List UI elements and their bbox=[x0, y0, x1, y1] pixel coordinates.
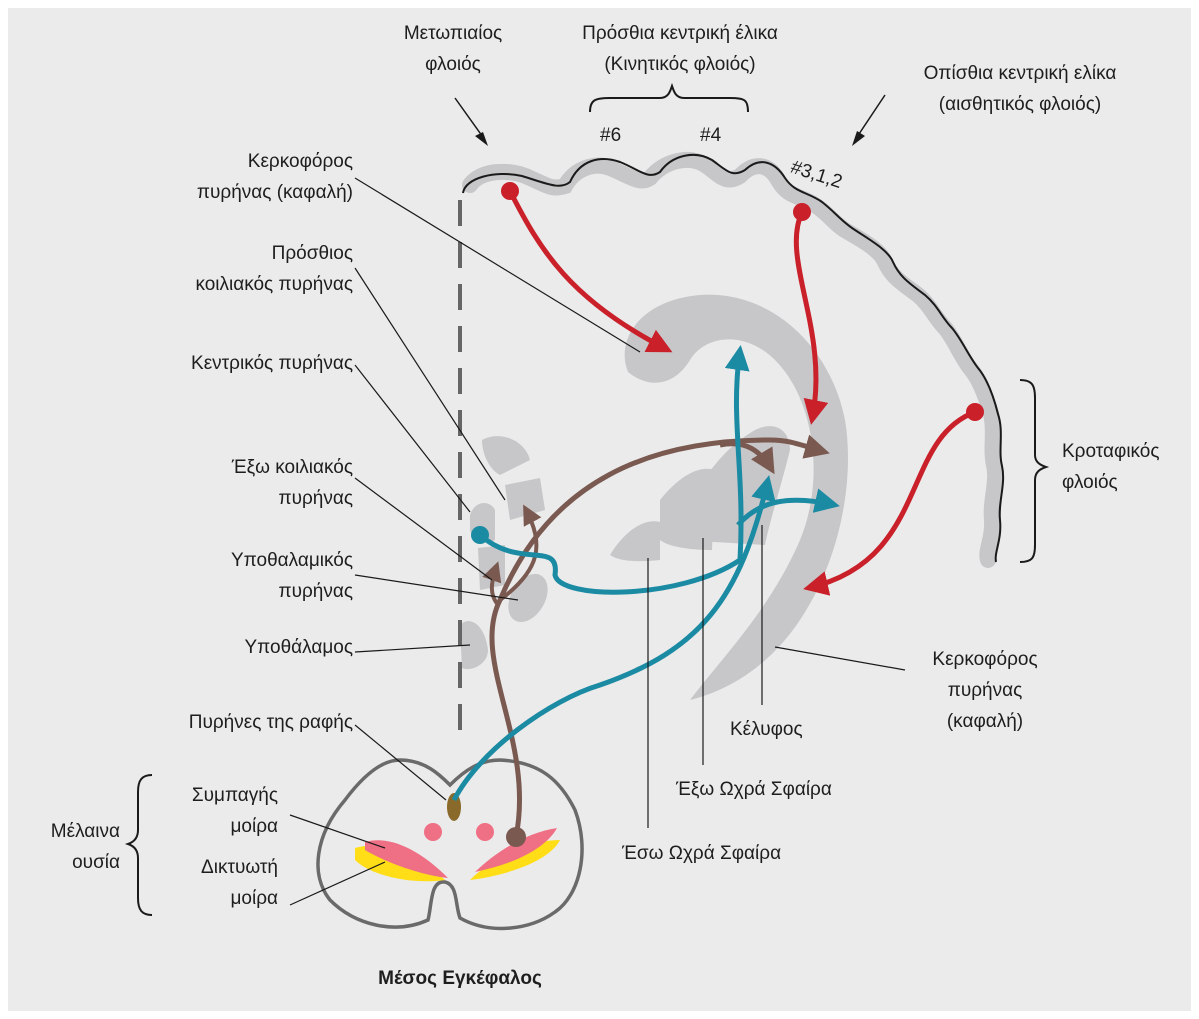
label-central-nucleus: Κεντρικός πυρήνας bbox=[100, 348, 353, 379]
label-gpi: Έσω Ωχρά Σφαίρα bbox=[622, 838, 781, 869]
anterior-ventral-shape bbox=[482, 436, 530, 475]
label-area-4: #4 bbox=[700, 120, 721, 151]
frontal-arrowhead bbox=[475, 132, 488, 146]
label-midbrain: Μέσος Εγκέφαλος bbox=[340, 963, 580, 994]
label-raphe: Πυρήνες της ραφής bbox=[100, 707, 353, 738]
temporal-brace bbox=[1020, 380, 1046, 562]
gpi-shape bbox=[610, 521, 660, 561]
label-hypothalamus: Υποθάλαμος bbox=[120, 632, 353, 663]
central-nucleus-shape bbox=[505, 478, 545, 520]
label-postcentral-gyrus: Οπίσθια κεντρική ελίκα(αισθητικός φλοιός… bbox=[880, 58, 1160, 120]
nigra-dot-right bbox=[476, 823, 494, 841]
label-precentral-gyrus: Πρόσθια κεντρική έλικα(Κινητικός φλοιός) bbox=[535, 18, 825, 80]
label-area-6: #6 bbox=[600, 120, 621, 151]
nigra-brace bbox=[128, 775, 152, 915]
label-gpe: Έξω Ωχρά Σφαίρα bbox=[676, 774, 832, 805]
precentral-brace bbox=[590, 86, 748, 112]
postcentral-arrowhead bbox=[852, 131, 865, 146]
nigra-dot-left bbox=[424, 823, 442, 841]
gpe-shape bbox=[660, 469, 715, 550]
label-putamen: Κέλυφος bbox=[730, 714, 803, 745]
